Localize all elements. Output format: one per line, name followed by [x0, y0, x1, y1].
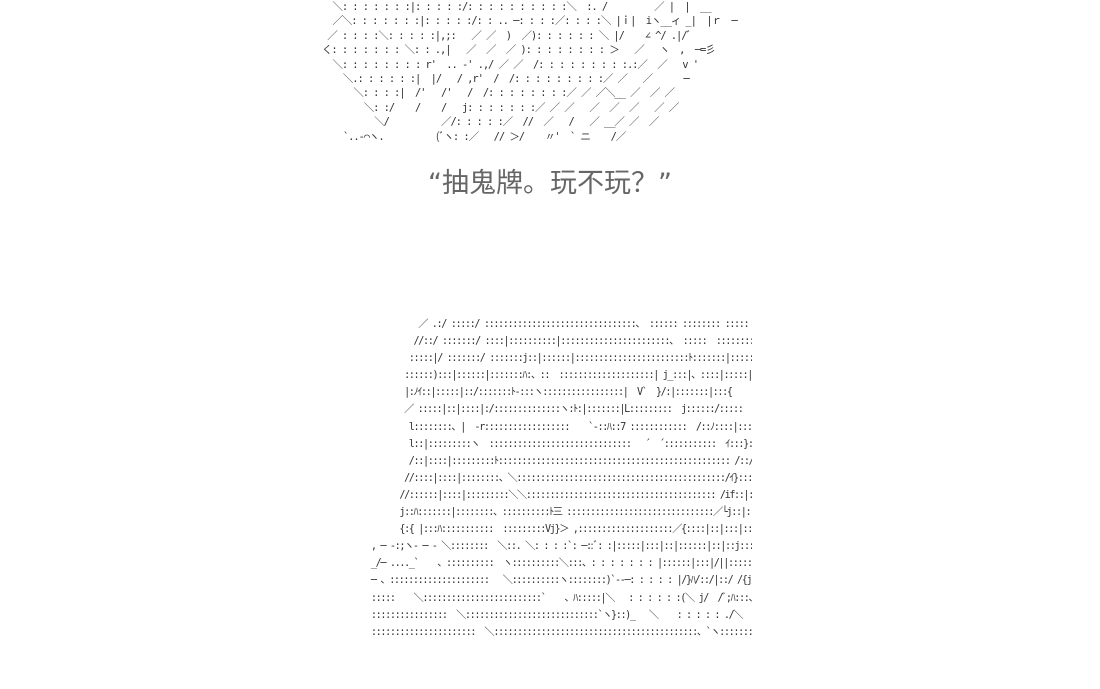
ascii-art-line: ＼: : : : : : : : r' .. ‐' .,/ ／ ／ /: : :… [322, 58, 699, 71]
ascii-art-line: :::::|/ :::::::/ :::::::j::|::::::|:::::… [408, 353, 752, 365]
ascii-art-line: ::::::):::|::::::|:::::::ﾊ:、:: :::::::::… [352, 370, 752, 382]
ascii-art-line: ／ :::::|::|::::|:/::::::::::::::ヽ:ﾄ:|:::… [352, 404, 744, 416]
ascii-art-line: ／＼: : : : : : :|: : : : :/: : .. ─: : : … [322, 15, 737, 28]
ascii-art-line: ─ 、::::::::::::::::::::: ＼::::::::::ヽ:::… [352, 575, 752, 587]
ascii-art-line: {:{ |:::ﾊ::::::::::: :::::::::Vj}＞ ,::::… [399, 524, 752, 536]
ascii-art-line: ＼/ ／/: : : : :／ // ／ / ／ __／ ／ ／ [322, 116, 659, 129]
ascii-art-line: l::::::::、| -r:::::::::::::::::: `-::ﾊ::… [352, 421, 752, 433]
ascii-art-line: /::|::::|:::::::::ﾄ:::::::::::::::::::::… [408, 455, 752, 467]
ascii-art-line: j::ﾊ:::::::|::::::::、::::::::::ﾄ三 ::::::… [399, 507, 752, 519]
ascii-art-line: l::|:::::::::ヽ :::::::::::::::::::::::::… [408, 438, 752, 450]
ascii-art-line: く: : : : : : : ＼: : .,| ／ ／ ／ ): : : : :… [322, 44, 716, 57]
ascii-art-line: ／ : : : :＼: : : : :|,;: ／ ／ ) ／): : : : … [322, 29, 692, 42]
ascii-art-line: |:ﾉｲ::|:::::|::/:::::::ﾄ-:::ヽ:::::::::::… [352, 387, 733, 399]
ascii-art-line: ::::: ＼:::::::::::::::::::::::::` 、ﾊ::::… [352, 592, 752, 604]
ascii-art-line: //::::::|::::|:::::::::＼＼:::::::::::::::… [399, 489, 752, 501]
ascii-art-line: //::::|::::|::::::::、＼::::::::::::::::::… [404, 472, 752, 484]
ascii-art-line: `..‐⌒ヽ. (ﾞヽ: :／ // ＞/ 〃' ` ニ /／ [322, 130, 626, 143]
ascii-art-line: ＼: : : :| /' /' / /: : : : : : : :／ ／ ／＼… [322, 87, 675, 100]
ascii-art-line: :::::::::::::::: ＼::::::::::::::::::::::… [352, 609, 744, 621]
ascii-art-line: _/─ ...._` 、:::::::::: ヽ::::::::::＼:::、:… [352, 558, 752, 570]
ascii-art-top: ＼: : : : : : :|: : : : :/: : : : : : : :… [322, 0, 792, 148]
ascii-art-line: ＼.: : : : : :| |/ / ,r' / /: : : : : : :… [322, 73, 690, 86]
dialogue-line: “抽鬼牌。玩不玩？” [428, 168, 672, 199]
ascii-art-line: //::/ :::::::/ ::::|::::::::::|:::::::::… [413, 336, 752, 348]
ascii-art-line: ＼: :/ / / j: : : : : : :／ ／ ／ ／ ／ ／ ／ ／ [322, 101, 679, 114]
ascii-art-line: ＼: : : : : : :|: : : : :/: : : : : : : :… [322, 1, 711, 13]
ascii-art-line: ／ .:/ :::::/ :::::::::::::::::::::::::::… [352, 319, 752, 330]
ascii-art-line: :::::::::::::::::::::: ＼::::::::::::::::… [370, 626, 752, 638]
ascii-art-character: ／ .:/ :::::/ :::::::::::::::::::::::::::… [352, 316, 752, 642]
ascii-art-line: , ─ ‐:;ヽ- ─ - ＼:::::::: ＼::. ＼: : : :`: … [352, 541, 752, 553]
